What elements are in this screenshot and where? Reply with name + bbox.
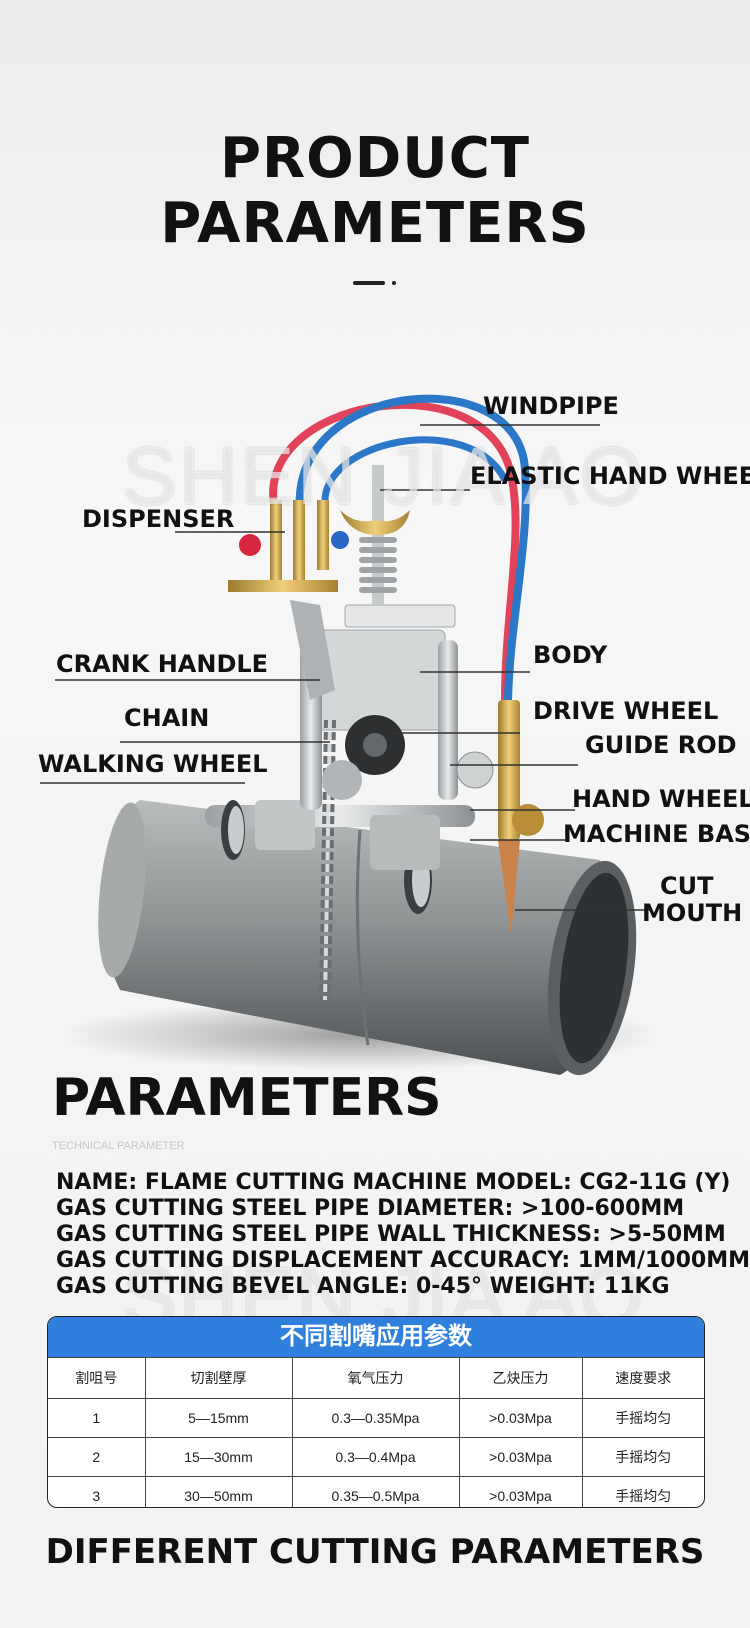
table-cell: 1 (48, 1398, 146, 1438)
table-cell: 0.3—0.4Mpa (291, 1437, 460, 1477)
label-windpipe: WINDPIPE (483, 392, 619, 420)
crank-handle (290, 600, 335, 700)
label-drive-wheel: DRIVE WHEEL (533, 697, 719, 725)
table-cell: 手摇均匀 (581, 1476, 704, 1507)
hand-knob (322, 760, 362, 800)
label-crank-handle: CRANK HANDLE (56, 650, 269, 678)
table-cell: 5—15mm (144, 1398, 293, 1438)
nozzle-parameter-table: 不同割嘴应用参数 割咀号 切割壁厚 氧气压力 乙炔压力 速度要求 1 5—15m… (47, 1316, 705, 1508)
table-header-cell: 割咀号 (48, 1357, 146, 1399)
spec-line: GAS CUTTING STEEL PIPE DIAMETER: >100-60… (56, 1196, 685, 1221)
steel-pipe (98, 800, 637, 1076)
watermark: SHEN JIA AO (122, 431, 646, 522)
guide-rod-right (438, 640, 458, 800)
table-header-cell: 氧气压力 (291, 1357, 460, 1399)
table-cell: 0.35—0.5Mpa (291, 1476, 460, 1507)
label-walking-wheel: WALKING WHEEL (38, 750, 268, 778)
spec-line: NAME: FLAME CUTTING MACHINE MODEL: CG2-1… (56, 1170, 731, 1195)
label-body: BODY (533, 641, 608, 669)
table-cell: >0.03Mpa (458, 1476, 583, 1507)
table-cell: 15—30mm (144, 1437, 293, 1477)
table-cell: 手摇均匀 (581, 1437, 704, 1477)
spec-line: GAS CUTTING DISPLACEMENT ACCURACY: 1MM/1… (56, 1248, 750, 1273)
hose-blue-2 (321, 436, 509, 506)
label-cut: CUT (660, 872, 714, 900)
parameters-subtitle: TECHNICAL PARAMETER (52, 1140, 185, 1152)
spec-list: NAME: FLAME CUTTING MACHINE MODEL: CG2-1… (56, 1170, 750, 1300)
table-cell: >0.03Mpa (458, 1437, 583, 1477)
base-block-right (370, 815, 440, 870)
label-mouth: MOUTH (642, 899, 743, 927)
table-cell: 3 (48, 1476, 146, 1507)
table-header-cell: 乙炔压力 (458, 1357, 583, 1399)
table-cell: 手摇均匀 (581, 1398, 704, 1438)
table-row: 1 5—15mm 0.3—0.35Mpa >0.03Mpa 手摇均匀 (48, 1398, 704, 1438)
spring (359, 537, 397, 593)
table-title: 不同割嘴应用参数 (48, 1317, 704, 1357)
table-cell: 0.3—0.35Mpa (291, 1398, 460, 1438)
top-plate (344, 604, 456, 628)
table-cell: 30—50mm (144, 1476, 293, 1507)
table-cell: >0.03Mpa (458, 1398, 583, 1438)
base-block-left (255, 800, 315, 850)
hose-red (269, 400, 520, 701)
machine-body (314, 629, 446, 731)
page-title: PRODUCT PARAMETERS (160, 126, 590, 256)
label-machine-base: MACHINE BASE (563, 820, 750, 848)
title-divider (353, 281, 385, 285)
dispenser (228, 500, 349, 592)
table-header-cell: 切割壁厚 (144, 1357, 293, 1399)
walking-wheel-left (221, 800, 245, 860)
label-dispenser: DISPENSER (82, 505, 235, 533)
table-row: 3 30—50mm 0.35—0.5Mpa >0.03Mpa 手摇均匀 (48, 1476, 704, 1507)
label-chain: CHAIN (124, 704, 210, 732)
chain (319, 719, 336, 1001)
table-header-cell: 速度要求 (581, 1357, 704, 1399)
title-divider-dot (392, 281, 396, 285)
wing-nut (340, 510, 410, 535)
label-guide-rod: GUIDE ROD (585, 731, 737, 759)
footer-title: DIFFERENT CUTTING PARAMETERS (45, 1532, 705, 1572)
label-elastic-hand-wheel: ELASTIC HAND WHEEL (470, 462, 750, 490)
table-header-row: 割咀号 切割壁厚 氧气压力 乙炔压力 速度要求 (48, 1357, 704, 1399)
table-row: 2 15—30mm 0.3—0.4Mpa >0.03Mpa 手摇均匀 (48, 1437, 704, 1477)
parameters-title: PARAMETERS (52, 1068, 442, 1128)
spec-line: GAS CUTTING STEEL PIPE WALL THICKNESS: >… (56, 1222, 726, 1247)
leader-lines (40, 424, 650, 911)
machine-illustration (40, 394, 660, 1076)
spec-line: GAS CUTTING BEVEL ANGLE: 0-45° WEIGHT: 1… (56, 1274, 670, 1299)
table-cell: 2 (48, 1437, 146, 1477)
cutting-torch (456, 700, 544, 935)
hose-blue (295, 394, 530, 701)
label-hand-wheel: HAND WHEEL (572, 785, 750, 813)
